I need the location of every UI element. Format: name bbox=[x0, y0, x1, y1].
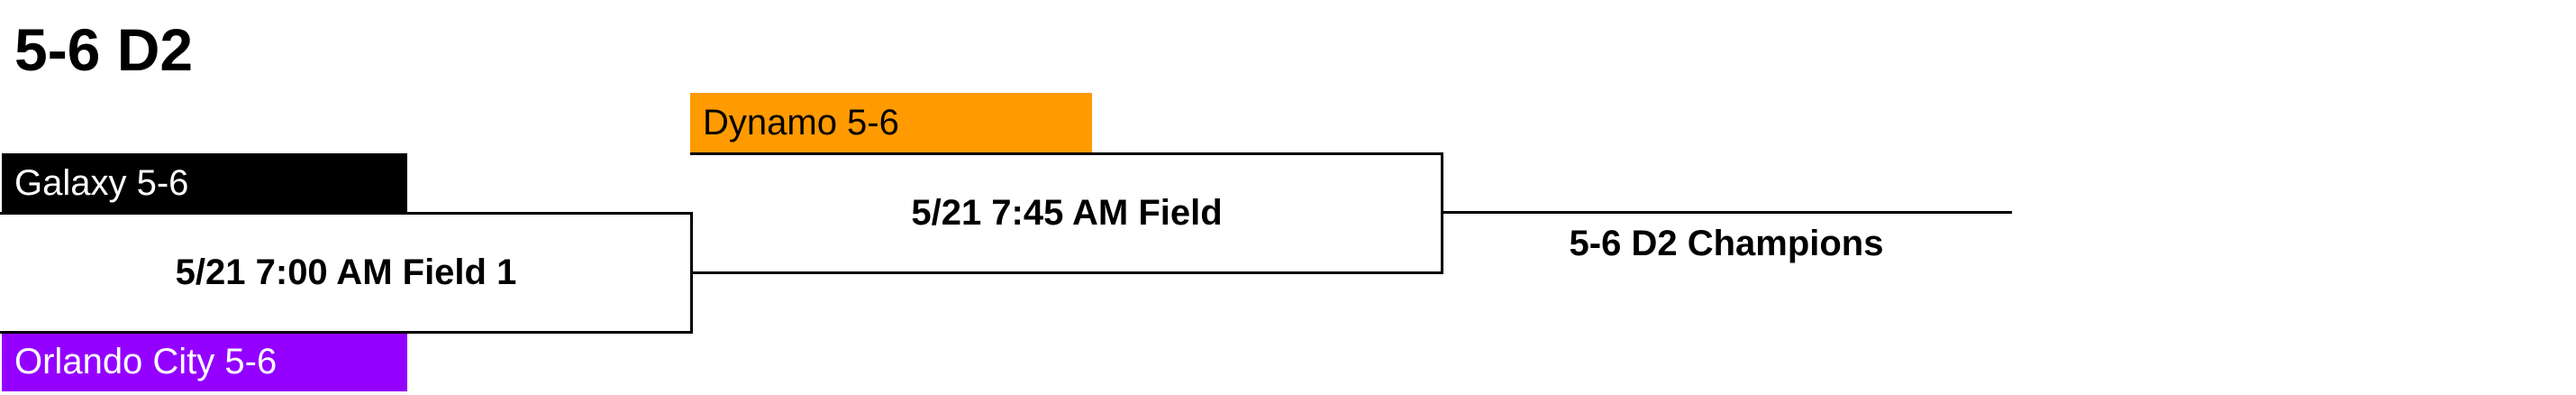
bracket-line-r1-top bbox=[0, 212, 692, 215]
bracket-line-r2-top bbox=[690, 152, 1443, 155]
bracket-line-r1-bottom bbox=[0, 331, 692, 334]
match-label-round1: 5/21 7:00 AM Field 1 bbox=[175, 253, 517, 292]
bracket-line-r2-bottom bbox=[690, 271, 1443, 274]
team-dynamo: Dynamo 5-6 bbox=[690, 93, 1092, 152]
team-galaxy: Galaxy 5-6 bbox=[2, 153, 407, 213]
champion-label: 5-6 D2 Champions bbox=[1569, 224, 1884, 263]
team-orlando-city: Orlando City 5-6 bbox=[2, 332, 407, 391]
page-title: 5-6 D2 bbox=[14, 16, 194, 83]
match-label-round2: 5/21 7:45 AM Field bbox=[911, 193, 1223, 233]
bracket-line-champion bbox=[1441, 211, 2012, 214]
